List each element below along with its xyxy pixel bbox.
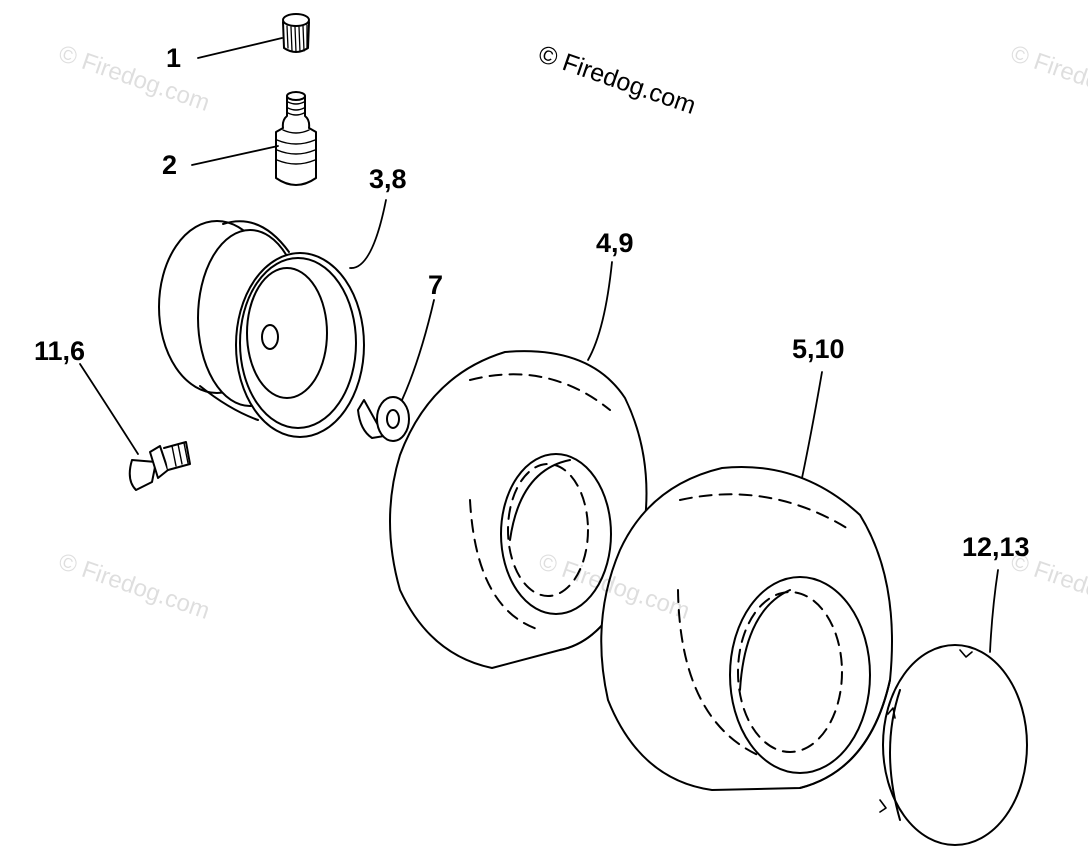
callout-2: 2 — [162, 150, 178, 180]
callout-12-13: 12,13 — [962, 532, 1030, 562]
callout-11-6: 11,6 — [34, 336, 86, 366]
grease-fitting — [128, 441, 191, 491]
bushing — [357, 396, 410, 442]
callout-7: 7 — [428, 270, 444, 300]
callout-4-9: 4,9 — [596, 228, 634, 258]
valve-cap — [282, 13, 310, 53]
leader-lines — [79, 37, 999, 653]
tire-small — [389, 350, 648, 669]
callout-5-10: 5,10 — [792, 334, 845, 364]
valve-stem — [275, 91, 317, 186]
callout-1: 1 — [166, 43, 182, 73]
callout-3-8: 3,8 — [369, 164, 407, 194]
hub-cap — [879, 644, 1028, 846]
tire-large — [600, 466, 893, 791]
wheel-rim — [158, 220, 365, 438]
